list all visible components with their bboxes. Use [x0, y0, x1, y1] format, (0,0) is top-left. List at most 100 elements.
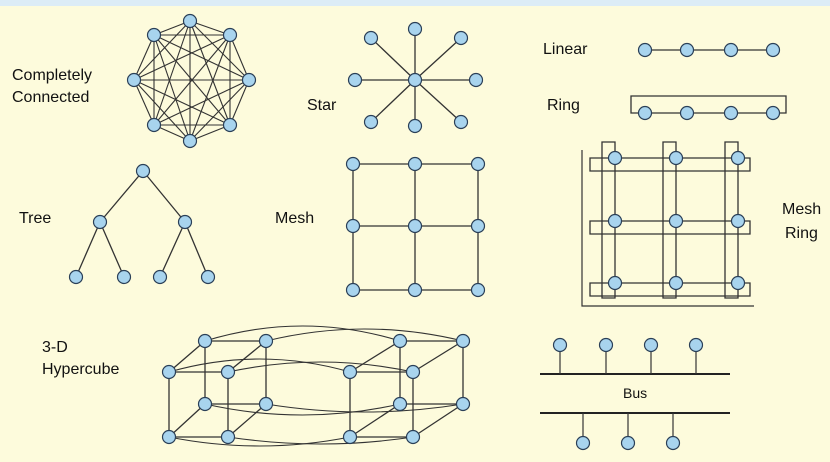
ring-node: [765, 105, 781, 121]
mesh-ring-topology: [581, 141, 754, 307]
completely-connected-edge: [189, 34, 231, 142]
completely-connected-edge: [153, 34, 250, 81]
hypercube-node: [405, 364, 421, 380]
tree-edges: [75, 170, 209, 278]
hypercube-node: [220, 429, 236, 445]
tree-node: [177, 214, 193, 230]
tree-nodes: [68, 163, 216, 285]
hypercube-node: [161, 429, 177, 445]
completely-connected-node: [146, 27, 162, 43]
hypercube-edges: [168, 325, 464, 447]
completely-connected-edge: [133, 20, 191, 81]
hypercube-node: [161, 364, 177, 380]
star-nodes: [347, 21, 484, 134]
mesh-ring-column-wrap-edge: [662, 141, 677, 299]
hypercube-edge: [349, 340, 401, 373]
mesh-nodes: [345, 156, 486, 298]
hypercube-node: [392, 396, 408, 412]
completely-connected-edge: [133, 34, 231, 81]
star-node: [468, 72, 484, 88]
hypercube-edge: [168, 403, 206, 438]
ring-node: [723, 105, 739, 121]
hypercube-label-line2: Hypercube: [42, 361, 119, 378]
star-edge: [370, 79, 416, 123]
linear-label: Linear: [543, 41, 588, 58]
mesh-node: [470, 218, 486, 234]
tree-node: [200, 269, 216, 285]
linear-topology: [637, 42, 781, 58]
tree-edge: [159, 221, 186, 278]
mesh-node: [345, 218, 361, 234]
star-node: [363, 114, 379, 130]
tree-edge: [99, 170, 144, 223]
mesh-ring-column-wrap-edge: [724, 141, 739, 299]
mesh-ring-node: [607, 275, 623, 291]
ring-loop-edge: [630, 95, 787, 114]
hypercube-node: [455, 333, 471, 349]
ring-topology: [630, 95, 787, 121]
star-edges: [355, 29, 476, 126]
linear-node: [723, 42, 739, 58]
linear-node: [765, 42, 781, 58]
mesh-ring-row-wrap-edge: [589, 157, 751, 172]
bus-node: [643, 337, 659, 353]
star-topology: [347, 21, 484, 134]
hypercube-edge: [227, 340, 267, 373]
star-node: [407, 21, 423, 37]
tree-edge: [184, 221, 209, 278]
bus-node: [665, 435, 681, 451]
mesh-ring-outer-frame: [581, 150, 754, 307]
star-edge: [414, 79, 462, 123]
topology-diagram-canvas: Completely Connected Star Linear Ring Tr…: [0, 0, 830, 451]
hypercube-edge: [227, 403, 267, 438]
completely-connected-edge: [133, 34, 155, 81]
bus-label: Bus: [623, 385, 647, 401]
hypercube-node: [342, 364, 358, 380]
completely-connected-node: [182, 13, 198, 29]
mesh-ring-node: [668, 275, 684, 291]
completely-connected-edge: [133, 79, 231, 126]
linear-node: [679, 42, 695, 58]
completely-connected-edge: [133, 79, 155, 126]
completely-connected-node: [182, 133, 198, 149]
mesh-ring-node: [730, 213, 746, 229]
completely-connected-edge: [229, 34, 250, 81]
star-node: [407, 118, 423, 134]
topology-diagram: Completely Connected Star Linear Ring Tr…: [12, 13, 821, 451]
completely-connected-edge: [189, 79, 250, 142]
mesh-topology: [345, 156, 486, 298]
hypercube-cross-edge: [204, 403, 401, 416]
completely-connected-edge: [153, 34, 231, 126]
hypercube-cross-edge: [265, 328, 464, 342]
completely-connected-edge: [133, 79, 191, 142]
hypercube-edge: [412, 340, 464, 373]
ring-node: [679, 105, 695, 121]
mesh-ring-row-wrap-edge: [589, 282, 751, 297]
hypercube-node: [405, 429, 421, 445]
mesh-ring-node: [730, 275, 746, 291]
mesh-ring-nodes: [607, 150, 746, 291]
hypercube-cross-edge: [227, 436, 414, 445]
bus-node: [688, 337, 704, 353]
completely-connected-edge: [189, 20, 250, 81]
hypercube-cross-edge: [227, 361, 414, 373]
star-node: [363, 30, 379, 46]
star-edge: [414, 37, 462, 81]
hypercube-cross-edge: [204, 325, 401, 342]
hypercube-node: [342, 429, 358, 445]
tree-edge: [99, 221, 125, 278]
tree-node: [116, 269, 132, 285]
mesh-ring-node: [730, 150, 746, 166]
mesh-ring-node: [607, 150, 623, 166]
bus-topology: [540, 337, 730, 451]
hypercube-edge: [412, 403, 464, 438]
star-node: [453, 114, 469, 130]
completely-connected-edge: [229, 79, 250, 126]
mesh-ring-node: [607, 213, 623, 229]
ring-nodes: [637, 105, 781, 121]
completely-connected-label-line1: Completely: [12, 67, 92, 84]
mesh-node: [345, 282, 361, 298]
tree-node: [68, 269, 84, 285]
hypercube-cross-edge: [168, 436, 351, 447]
completely-connected-topology: [126, 13, 257, 149]
